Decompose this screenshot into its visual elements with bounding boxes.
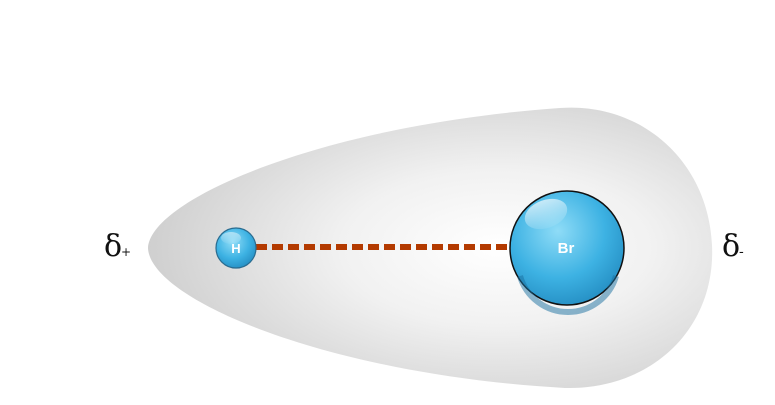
partial-charge-negative: δ - bbox=[722, 229, 744, 264]
atom-br-label: Br bbox=[558, 240, 575, 257]
electron-cloud bbox=[148, 107, 713, 389]
atom-br-rim bbox=[517, 275, 619, 315]
partial-charge-positive: δ + bbox=[104, 229, 131, 264]
delta-left: δ bbox=[104, 229, 122, 264]
atom-br: Br bbox=[509, 190, 625, 315]
atom-br-highlight bbox=[524, 198, 568, 230]
delta-right: δ bbox=[722, 229, 740, 264]
plus-sign: + bbox=[121, 245, 131, 259]
atom-h: H bbox=[215, 227, 257, 269]
atom-h-label: H bbox=[231, 241, 240, 256]
minus-sign: - bbox=[739, 244, 744, 260]
atom-h-highlight bbox=[221, 232, 241, 244]
